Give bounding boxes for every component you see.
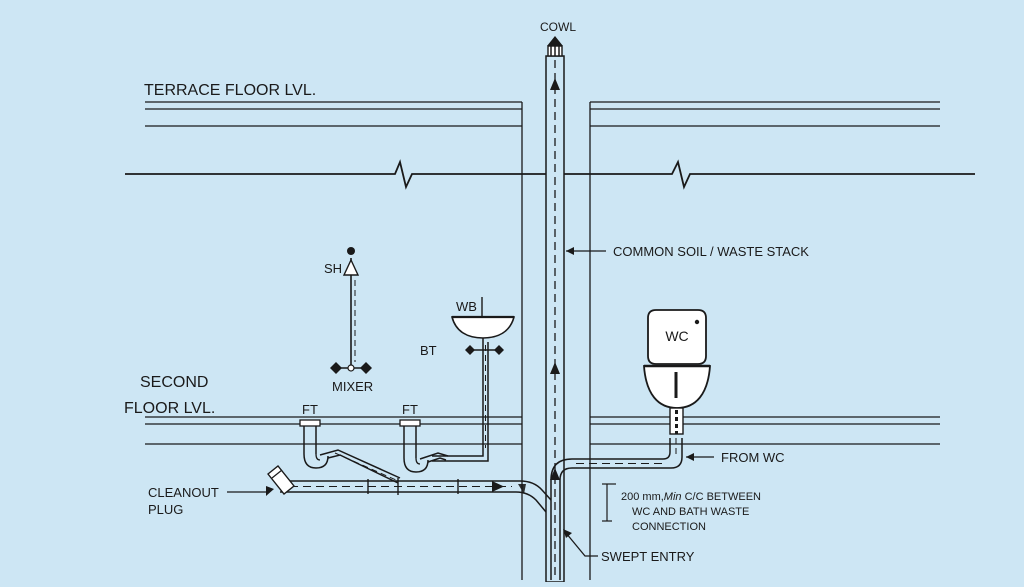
bib-tap-label: BT: [420, 343, 437, 358]
common-soil-waste-stack: [545, 55, 565, 583]
cleanout-label-line2: PLUG: [148, 502, 183, 517]
swept-entry-label: SWEPT ENTRY: [601, 549, 695, 564]
common-stack-label: COMMON SOIL / WASTE STACK: [613, 244, 809, 259]
mixer-icon: [330, 362, 372, 374]
floor-trap-2-label: FT: [402, 402, 418, 417]
flow-arrow-up-icon: [550, 468, 560, 480]
flow-arrow-right-icon: [492, 481, 504, 492]
wash-basin: [432, 297, 516, 462]
cleanout-leader: [227, 486, 274, 496]
break-line: [125, 159, 975, 190]
cowl-icon: [547, 36, 563, 57]
mixer-label: MIXER: [332, 379, 373, 394]
shaft-walls: [521, 102, 591, 580]
trap-branch-pipes: [319, 449, 449, 484]
wc-label: WC: [665, 328, 688, 344]
stack-leader: [566, 247, 606, 255]
terrace-floor-slab: [145, 101, 940, 127]
from-wc-leader: [686, 453, 714, 461]
floor-trap-1: [299, 419, 329, 469]
wash-basin-label: WB: [456, 299, 477, 314]
shower-head-icon: [347, 247, 355, 255]
cleanout-label-line1: CLEANOUT: [148, 485, 219, 500]
spacing-dimension: [602, 483, 616, 522]
wc-fixture: [550, 309, 711, 580]
terrace-floor-label: TERRACE FLOOR LVL.: [144, 82, 316, 99]
from-wc-label: FROM WC: [721, 450, 785, 465]
swept-entry-leader: [563, 529, 598, 557]
spacing-label-line3: CONNECTION: [632, 521, 706, 533]
shower-label: SH: [324, 261, 342, 276]
spacing-label-line2: WC AND BATH WASTE: [632, 506, 749, 518]
second-floor-slab: [145, 416, 940, 445]
floor-trap-1-label: FT: [302, 402, 318, 417]
shower-assembly: [330, 247, 372, 374]
horizontal-waste-branch: [276, 478, 552, 513]
flow-arrow-up-icon: [550, 78, 560, 90]
floor-trap-2: [399, 419, 429, 473]
second-floor-label-line2: FLOOR LVL.: [124, 400, 215, 417]
spacing-label-line1: 200 mm,Min C/C BETWEEN: [621, 491, 761, 503]
bib-tap-icon: [465, 345, 504, 355]
flow-arrow-up-icon: [550, 362, 560, 374]
cleanout-plug-icon: [267, 465, 295, 495]
second-floor-label-line1: SECOND: [140, 374, 208, 391]
cowl-label: COWL: [540, 20, 576, 34]
